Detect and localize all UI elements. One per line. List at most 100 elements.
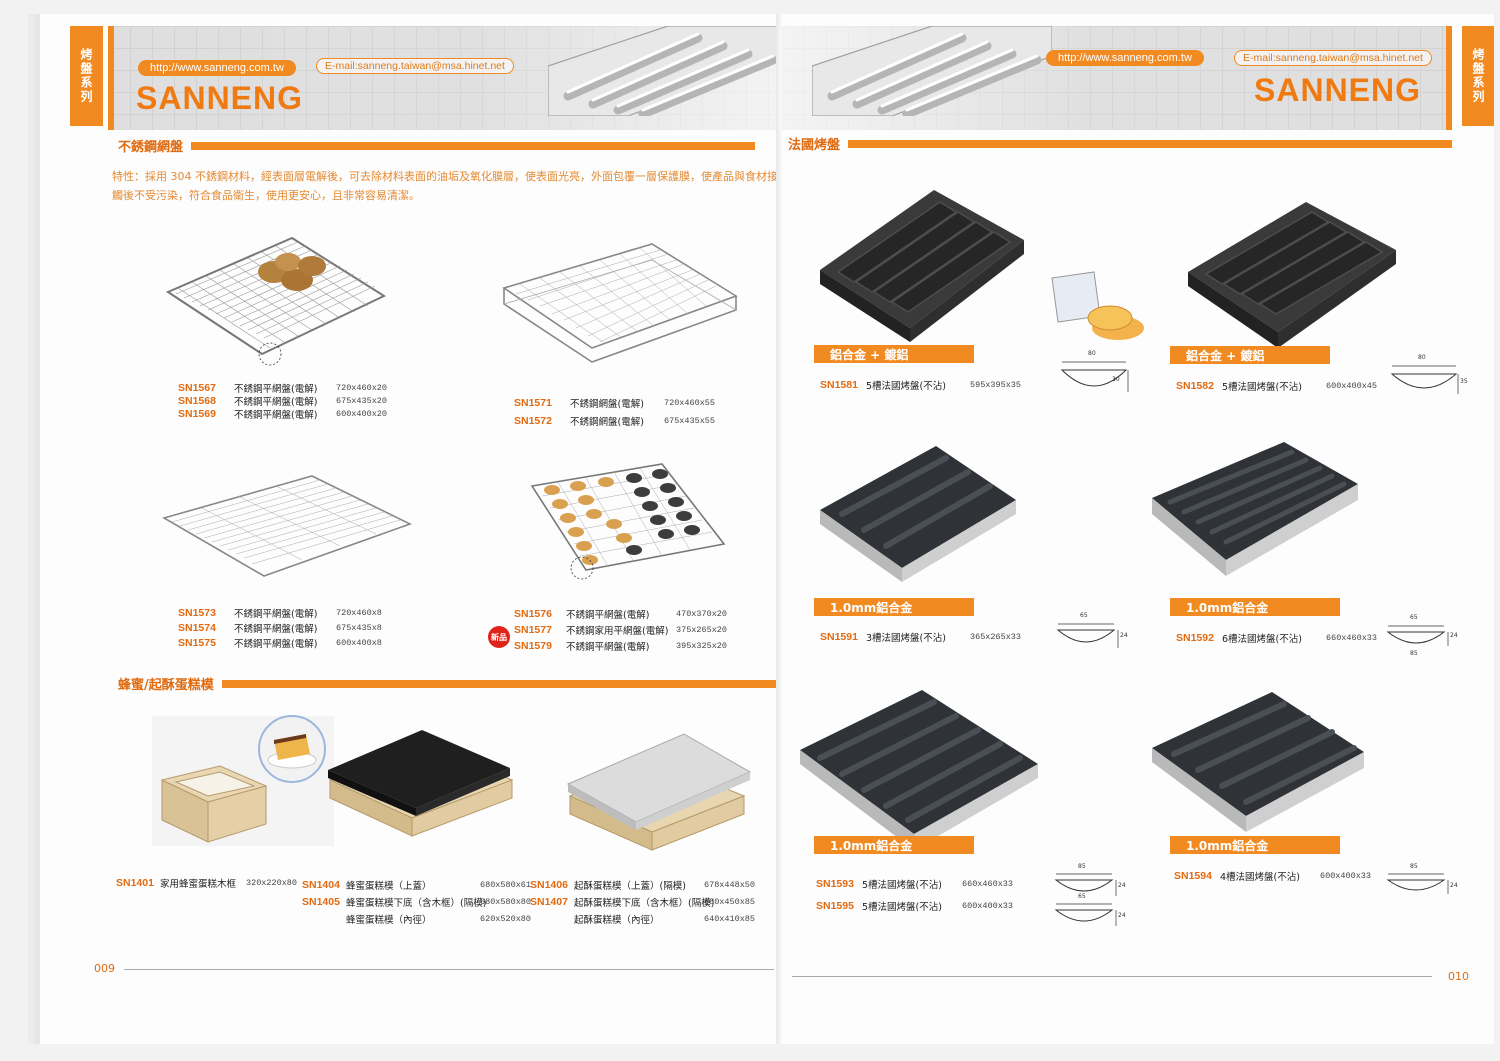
product-name: 起酥蛋糕模（上蓋）(隔模) xyxy=(574,880,686,892)
honey-cake-mold-image xyxy=(328,730,514,837)
product-code: SN1579 xyxy=(514,640,552,652)
slot-profile-diagram: 85 24 xyxy=(1384,863,1464,902)
dim-width: 80 xyxy=(1418,354,1426,361)
dim-depth: 24 xyxy=(1120,632,1128,639)
baguette-tray-icon xyxy=(812,26,1052,116)
section-title-text: 不銹鋼網盤 xyxy=(118,140,184,155)
product-name: 不銹鋼平網盤(電解) xyxy=(234,608,318,620)
dim-width: 65 xyxy=(1410,614,1418,621)
dim-depth: 24 xyxy=(1450,882,1458,889)
product-name: 6槽法國烤盤(不沾) xyxy=(1222,633,1302,645)
slot-profile-diagram: 80 35 xyxy=(1388,352,1468,402)
product-name: 3槽法國烤盤(不沾) xyxy=(866,632,946,644)
french-tray-3-slot-image xyxy=(820,446,1016,582)
french-tray-6-slot-image xyxy=(1152,442,1358,576)
product-size: 720x460x55 xyxy=(664,398,716,408)
product-size: 600x400x8 xyxy=(336,637,382,648)
header-banner-left: http://www.sanneng.com.tw E-mail:sanneng… xyxy=(108,26,782,130)
product-size: 375x265x20 xyxy=(676,625,728,635)
section-description: 特性：採用 304 不銹鋼材料，經表面層電解後，可去除材料表面的油垢及氧化膜層，… xyxy=(112,170,778,202)
product-code: SN1407 xyxy=(530,895,568,908)
email-address[interactable]: E-mail:sanneng.taiwan@msa.hinet.net xyxy=(1234,50,1432,66)
spec-cake-3: SN1406 起酥蛋糕模（上蓋）(隔模) 678x448x50 SN1407 起酥蛋糕… xyxy=(530,876,755,927)
product-name: 不銹鋼平網盤(電解) xyxy=(234,623,318,635)
product-size: 640x410x85 xyxy=(704,913,756,924)
product-size: 678x448x50 xyxy=(704,879,756,890)
material-label: 1.0mm鋁合金 xyxy=(1170,836,1340,854)
brand-logo-text: SANNENG xyxy=(1254,72,1422,108)
side-tab-left: 烤盤系列 xyxy=(70,26,103,126)
product-code: SN1405 xyxy=(302,895,340,908)
side-tab-right: 烤盤系列 xyxy=(1462,26,1494,126)
product-size: 600x400x20 xyxy=(336,408,388,419)
product-code: SN1404 xyxy=(302,878,340,891)
product-code: SN1591 xyxy=(820,630,858,643)
slot-profile-diagram: 65 24 85 xyxy=(1384,614,1464,664)
left-page: 烤盤系列 http://www.sanneng.com.tw E-mail:sa… xyxy=(40,14,782,1044)
product-size: 675x435x20 xyxy=(336,395,388,406)
product-code: SN1567 xyxy=(178,381,216,394)
section-title-text: 法國烤盤 xyxy=(788,138,841,153)
product-code: SN1594 xyxy=(1174,869,1212,882)
french-tray-5-slot-large-image xyxy=(800,690,1038,850)
new-product-badge: 新品 xyxy=(488,626,510,648)
product-size: 365x265x33 xyxy=(970,631,1022,642)
website-url[interactable]: http://www.sanneng.com.tw xyxy=(138,60,296,76)
wire-basket-image xyxy=(502,243,738,363)
product-size: 320x220x80 xyxy=(246,877,298,888)
product-name: 4槽法國烤盤(不沾) xyxy=(1220,871,1300,883)
product-code: SN1571 xyxy=(514,397,552,409)
wooden-frame-image xyxy=(160,765,268,843)
product-code: SN1401 xyxy=(116,876,154,889)
product-name: 5槽法國烤盤(不沾) xyxy=(866,380,946,392)
product-code: SN1575 xyxy=(178,636,216,649)
dim-width: 65 xyxy=(1080,612,1088,619)
product-code: SN1577 xyxy=(514,624,552,636)
product-code: SN1582 xyxy=(1176,379,1214,392)
product-code: SN1581 xyxy=(820,378,858,391)
french-tray-5-slot-image xyxy=(820,190,1024,342)
product-code: SN1406 xyxy=(530,878,568,891)
email-address[interactable]: E-mail:sanneng.taiwan@msa.hinet.net xyxy=(316,58,514,74)
baguette-tray-icon xyxy=(548,26,782,116)
product-size: 620x520x80 xyxy=(480,913,532,924)
product-size: 675x435x55 xyxy=(664,416,716,426)
material-label: 1.0mm鋁合金 xyxy=(814,598,974,616)
product-name: 蜂蜜蛋糕模（內徑） xyxy=(346,914,432,926)
product-name: 不銹鋼網盤(電解) xyxy=(570,417,644,428)
product-name: 起酥蛋糕模（內徑） xyxy=(574,914,660,926)
french-tray-4-slot-image xyxy=(1152,692,1364,832)
product-code: SN1574 xyxy=(178,621,216,634)
product-code: SN1576 xyxy=(514,608,552,620)
sponge-cake-mold-image xyxy=(566,733,752,851)
product-size: 395x325x20 xyxy=(676,641,728,651)
brand-logo-text: SANNENG xyxy=(136,80,304,116)
dim-gap: 85 xyxy=(1410,650,1418,657)
product-size: 675x435x8 xyxy=(336,622,382,633)
dim-depth: 24 xyxy=(1118,882,1126,889)
product-name: 5槽法國烤盤(不沾) xyxy=(862,880,942,891)
product-name: 起酥蛋糕模下底（含木框）(隔模) xyxy=(574,897,715,909)
slot-profile-diagram: 65 24 xyxy=(1052,612,1132,662)
section-title-french-tray: 法國烤盤 xyxy=(788,134,1453,153)
product-code: SN1569 xyxy=(178,407,216,420)
section-title-stainless: 不銹鋼網盤 xyxy=(118,136,756,155)
website-url[interactable]: http://www.sanneng.com.tw xyxy=(1046,50,1204,66)
dim-width: 65 xyxy=(1078,893,1086,900)
material-label: 1.0mm鋁合金 xyxy=(1170,598,1340,616)
product-code: SN1572 xyxy=(514,415,552,427)
product-size: 680x580x61 xyxy=(480,879,532,890)
dim-depth: 35 xyxy=(1460,378,1468,385)
slot-profile-diagram: 65 24 xyxy=(1050,893,1130,932)
dim-depth: 24 xyxy=(1118,912,1126,919)
page-number-right: 010 xyxy=(1448,970,1469,983)
material-label: 鋁合金 + 鍍鋁 xyxy=(1170,346,1330,364)
product-size: 660x460x33 xyxy=(1326,632,1378,643)
product-size: 595x395x35 xyxy=(970,379,1022,390)
french-tray-5-slot-image xyxy=(1188,202,1396,348)
